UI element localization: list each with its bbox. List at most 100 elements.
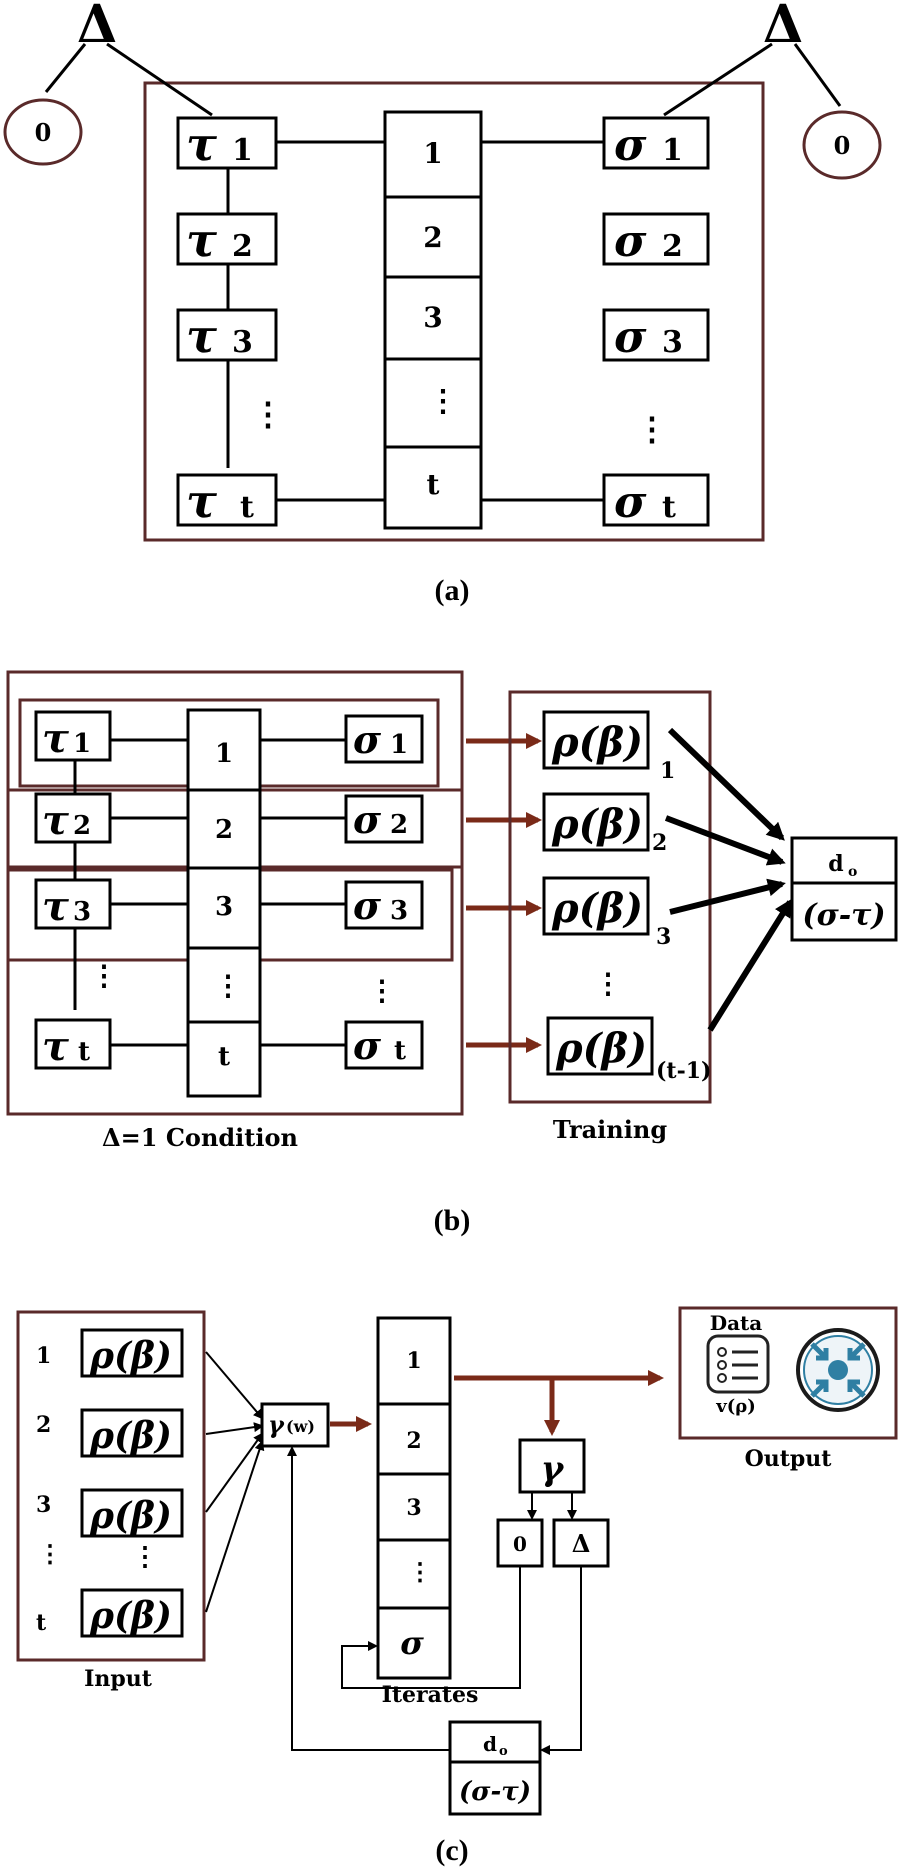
sigma-box-3: σ 3 (602, 308, 710, 363)
svg-text:⋮: ⋮ (408, 1557, 432, 1586)
zero-right-label: 0 (834, 131, 851, 160)
training-label: Training (553, 1115, 667, 1144)
c-index-3: 3 (36, 1492, 51, 1518)
delta-box-c: Δ (552, 1518, 610, 1568)
svg-text:3: 3 (232, 325, 253, 360)
tau-box-2: τ 2 (176, 212, 278, 267)
svg-text:Δ: Δ (572, 1529, 591, 1558)
b-output-box: d o (σ-τ) (790, 836, 898, 942)
zero-box-c: 0 (496, 1518, 544, 1568)
svg-text:τ: τ (186, 213, 217, 267)
svg-text:1: 1 (390, 730, 408, 760)
svg-text:ρ(β): ρ(β) (89, 1495, 172, 1537)
iterates-label: Iterates (382, 1682, 479, 1708)
output-label: Output (745, 1446, 833, 1472)
index-column-b: 1 2 3 ⋮ t (186, 708, 262, 1098)
b-sigma-1: σ 1 (344, 714, 424, 764)
sigma-ellipsis: ⋮ (636, 410, 668, 448)
svg-text:1: 1 (660, 758, 675, 784)
svg-text:o: o (499, 1744, 508, 1759)
svg-text:(t-1): (t-1) (656, 1058, 711, 1084)
tau-box-3: τ 3 (176, 308, 278, 363)
svg-text:d: d (828, 851, 843, 877)
caption-a: (a) (435, 574, 470, 607)
sigma-box-2: σ 2 (602, 212, 710, 267)
svg-text:3: 3 (215, 892, 233, 922)
input-frame (16, 1310, 206, 1662)
svg-text:2: 2 (662, 229, 683, 264)
c-rho-2: ρ(β) (80, 1408, 184, 1458)
svg-text:d: d (483, 1732, 497, 1756)
c-rho-ellipsis: ⋮ (132, 1542, 158, 1572)
c-rho-3: ρ(β) (80, 1488, 184, 1538)
svg-text:σ: σ (353, 883, 382, 928)
panel-a-frame (143, 81, 765, 542)
svg-text:(σ-τ): (σ-τ) (802, 898, 885, 933)
svg-text:(w): (w) (286, 1417, 315, 1436)
svg-text:ρ(β): ρ(β) (551, 801, 643, 848)
svg-text:(σ-τ): (σ-τ) (459, 1777, 531, 1807)
input-label: Input (84, 1666, 153, 1692)
svg-text:σ: σ (614, 120, 647, 171)
svg-text:⋮: ⋮ (214, 969, 242, 1002)
svg-text:ρ(β): ρ(β) (89, 1595, 172, 1637)
svg-text:σ: σ (353, 1023, 382, 1068)
svg-text:t: t (662, 490, 676, 525)
caption-b: (b) (434, 1204, 471, 1237)
svg-text:σ: σ (614, 312, 647, 363)
c-index-t: t (36, 1610, 47, 1636)
c-index-1: 1 (36, 1343, 51, 1369)
data-label: Data (710, 1311, 763, 1335)
sigma-box-1: σ 1 (602, 116, 710, 171)
svg-text:t: t (394, 1036, 406, 1066)
svg-text:o: o (848, 864, 857, 880)
panel-a: Δ Δ 0 0 τ 1 τ 2 τ 3 ⋮ (3, 0, 882, 607)
svg-text:τ: τ (42, 1023, 69, 1070)
c-rho-t: ρ(β) (80, 1588, 184, 1638)
svg-text:σ: σ (614, 216, 647, 267)
svg-text:2: 2 (390, 810, 408, 840)
svg-text:τ: τ (186, 309, 217, 363)
svg-text:ρ(β): ρ(β) (551, 719, 643, 766)
b-sigma-2: σ 2 (344, 794, 424, 844)
rho-box-2: ρ(β) 2 (542, 792, 667, 856)
zero-left-label: 0 (35, 118, 52, 147)
tau-box-t: τ t (176, 473, 278, 528)
svg-text:1: 1 (232, 133, 253, 168)
svg-text:2: 2 (232, 229, 253, 264)
svg-text:2: 2 (406, 1428, 421, 1454)
gamma-w-box: γ (w) (260, 1402, 330, 1448)
b-tau-ellipsis: ⋮ (90, 959, 118, 992)
svg-text:3: 3 (662, 325, 683, 360)
svg-text:ρ(β): ρ(β) (89, 1415, 172, 1457)
svg-text:σ: σ (353, 717, 382, 762)
condition-label: Δ=1 Condition (102, 1123, 298, 1152)
c-index-ellipsis: ⋮ (38, 1539, 62, 1568)
svg-text:τ: τ (186, 117, 217, 171)
svg-text:γ: γ (541, 1449, 565, 1489)
svg-text:3: 3 (390, 896, 408, 926)
rho-box-3: ρ(β) 3 (542, 876, 671, 950)
iterates-column: 1 2 3 ⋮ σ (376, 1316, 452, 1680)
svg-text:τ: τ (42, 797, 69, 844)
b-sigma-t: σ t (344, 1020, 424, 1070)
c-index-2: 2 (36, 1412, 51, 1438)
svg-text:2: 2 (423, 221, 442, 254)
svg-text:3: 3 (73, 897, 91, 927)
tau-ellipsis: ⋮ (252, 395, 284, 433)
svg-text:t: t (78, 1037, 90, 1067)
rho-box-t: ρ(β) (t-1) (546, 1016, 711, 1084)
svg-text:ρ(β): ρ(β) (551, 885, 643, 932)
sigma-box-t: σ t (602, 473, 710, 528)
svg-text:3: 3 (656, 924, 671, 950)
svg-text:2: 2 (215, 815, 233, 845)
svg-text:ρ(β): ρ(β) (555, 1025, 647, 1072)
b-tau-2: τ 2 (34, 792, 112, 844)
panel-c: 1 2 3 ⋮ t ρ(β) ρ(β) ρ(β) ⋮ ρ(β) Input (16, 1306, 898, 1867)
data-list-icon (706, 1334, 770, 1394)
b-tau-3: τ 3 (34, 878, 112, 930)
v-rho-label: v(ρ) (715, 1396, 755, 1417)
svg-text:2: 2 (73, 811, 91, 841)
svg-text:t: t (427, 468, 440, 501)
svg-text:1: 1 (73, 729, 91, 759)
